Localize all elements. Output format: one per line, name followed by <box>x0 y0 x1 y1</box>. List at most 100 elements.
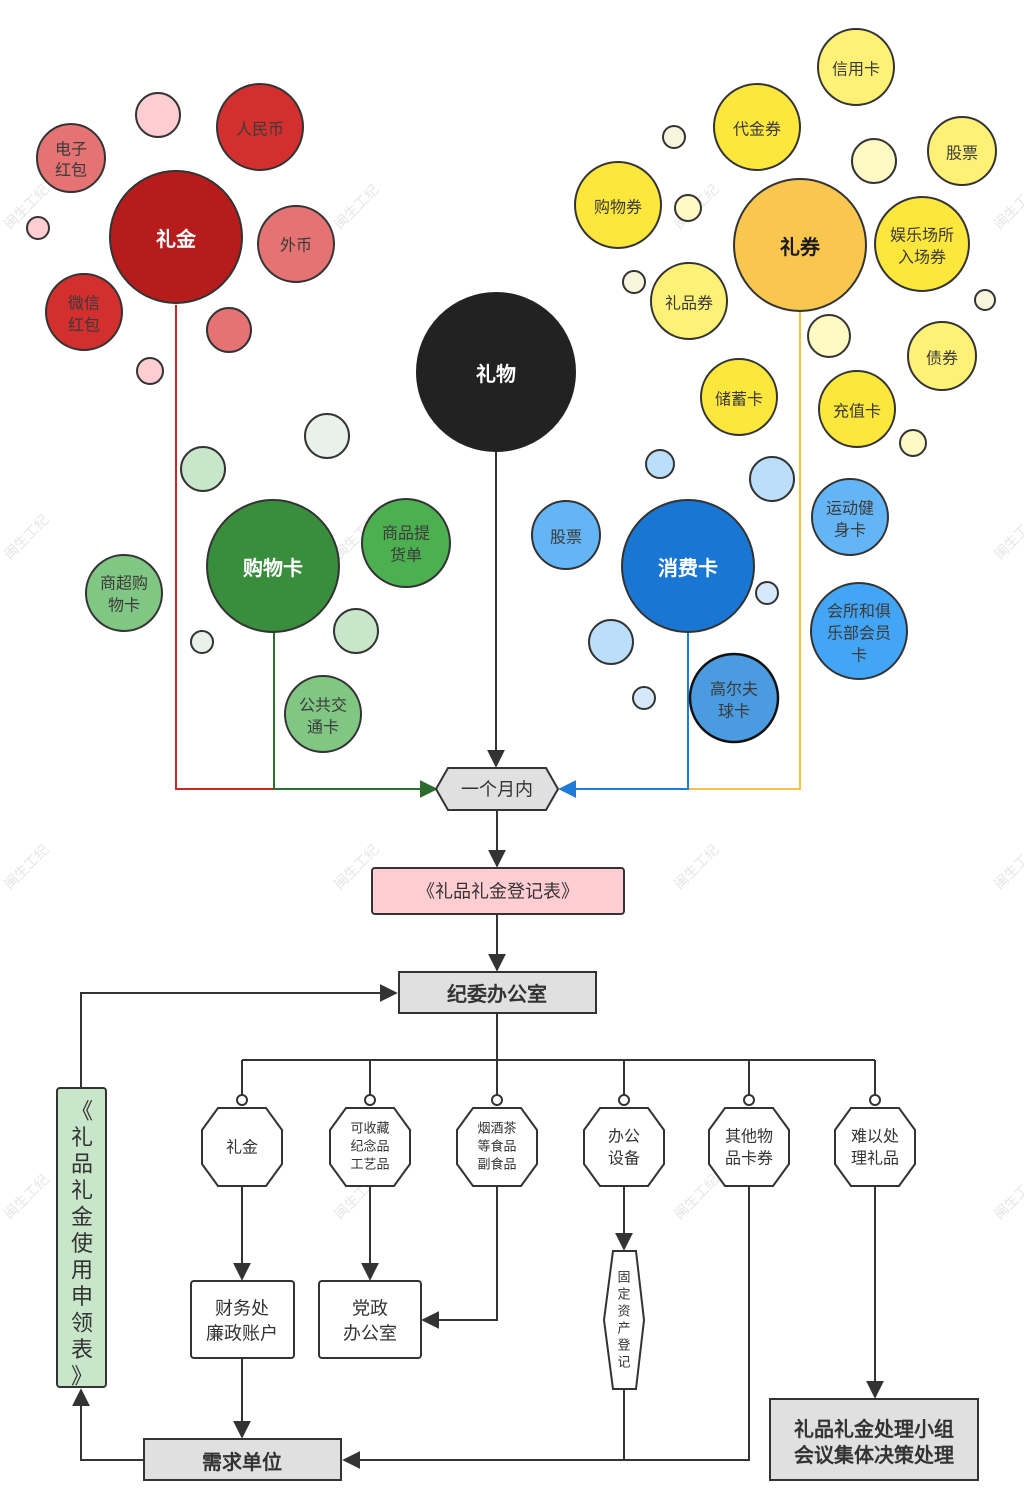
hub-xiaofeika[interactable]: 消费卡 <box>621 499 755 633</box>
hub-label: 购物卡 <box>243 556 303 580</box>
hub-gouwuka[interactable]: 购物卡 <box>206 499 340 633</box>
bubble-supermarket-card: 商超购 物卡 <box>85 554 163 632</box>
hub-liwu[interactable]: 礼物 <box>416 292 576 452</box>
category-label: 其他物 <box>725 1127 773 1146</box>
watermark-text: 闽生工纪 <box>332 182 383 233</box>
arrow-food-to-party-office <box>421 1186 498 1329</box>
bubble-label: 入场券 <box>898 248 946 267</box>
party-office-node[interactable]: 党政 办公室 <box>318 1280 422 1359</box>
decor-bubble <box>662 125 686 149</box>
watermark-text: 闽生工纪 <box>672 842 723 893</box>
party-office-label: 办公室 <box>343 1324 397 1345</box>
connector-dot <box>869 1094 881 1106</box>
connector-dot <box>743 1094 755 1106</box>
bubble-stock-yellow: 股票 <box>927 116 997 186</box>
usage-form-char: 》 <box>71 1365 93 1390</box>
decor-bubble <box>333 608 379 654</box>
bubble-foreign-currency: 外币 <box>257 205 335 283</box>
decor-bubble <box>674 194 702 222</box>
hub-liquan[interactable]: 礼券 <box>733 178 867 312</box>
connector-dot <box>236 1094 248 1106</box>
category-label: 可收藏 <box>350 1122 389 1137</box>
usage-form-char: 金 <box>71 1206 93 1231</box>
bubble-label: 债券 <box>926 349 958 368</box>
usage-form-char: 用 <box>71 1259 93 1284</box>
bubble-label: 娱乐场所 <box>890 226 954 245</box>
cluster-xiaofeika: 股票 运动健 身卡 会所和俱 乐部会员 卡 高尔夫 球卡 消费卡 <box>531 449 908 744</box>
bubble-stock-blue: 股票 <box>531 500 601 570</box>
watermark-text: 闽生工纪 <box>2 1172 53 1223</box>
finance-label: 财务处 <box>215 1299 269 1320</box>
bubble-label: 微信 <box>68 294 100 313</box>
category-label: 副食品 <box>477 1157 516 1173</box>
decor-bubble <box>645 449 675 479</box>
bubble-label: 股票 <box>946 144 978 163</box>
demand-unit-label: 需求单位 <box>202 1450 282 1474</box>
octagon-shape <box>834 1107 916 1187</box>
watermark-text: 闽生工纪 <box>992 842 1024 893</box>
watermark-text: 闽生工纪 <box>992 1172 1024 1223</box>
discipline-office-node[interactable]: 纪委办公室 <box>398 971 597 1014</box>
category-cash[interactable]: 礼金 <box>201 1060 283 1187</box>
bubble-label: 乐部会员 <box>827 624 891 643</box>
branch-bus <box>242 1013 875 1061</box>
party-office-label: 党政 <box>352 1299 388 1320</box>
group-decision-label: 会议集体决策处理 <box>794 1443 954 1467</box>
watermark-text: 闽生工纪 <box>672 1172 723 1223</box>
decor-bubble <box>807 314 851 358</box>
fixed-asset-char: 资 <box>617 1305 630 1320</box>
usage-form-char: 使 <box>71 1232 93 1257</box>
watermark-text: 闽生工纪 <box>992 512 1024 563</box>
decor-bubble <box>755 581 779 605</box>
register-form-node[interactable]: 《礼品礼金登记表》 <box>371 867 625 915</box>
bubble-entertainment-ticket: 娱乐场所 入场券 <box>874 196 970 292</box>
finance-node[interactable]: 财务处 廉政账户 <box>190 1280 295 1359</box>
demand-unit-node[interactable]: 需求单位 <box>143 1438 342 1481</box>
bubble-label: 红包 <box>68 316 100 335</box>
connector-dot <box>364 1094 376 1106</box>
hub-connectors <box>175 305 801 798</box>
connector-dot <box>618 1094 630 1106</box>
bubble-label: 外币 <box>280 236 312 255</box>
connector-xiaofeika <box>558 632 689 798</box>
within-month-node[interactable]: 一个月内 <box>434 767 560 811</box>
hub-label: 礼金 <box>156 227 197 251</box>
hub-label: 礼券 <box>780 235 821 259</box>
bubble-transit-card: 公共交 通卡 <box>284 675 362 753</box>
within-month-label: 一个月内 <box>461 780 533 801</box>
category-label: 办公 <box>608 1127 640 1146</box>
bubble-label: 公共交 <box>299 696 347 715</box>
bubble-label: 股票 <box>550 528 582 547</box>
watermark-text: 闽生工纪 <box>2 842 53 893</box>
cluster-lijin: 电子 红包 人民币 外币 微信 红包 礼金 <box>26 83 335 385</box>
hub-lijin[interactable]: 礼金 <box>109 170 243 304</box>
decor-bubble <box>974 289 996 311</box>
arrow-to-usage-form <box>72 1388 144 1461</box>
group-decision-node[interactable]: 礼品礼金处理小组 会议集体决策处理 <box>769 1398 979 1481</box>
bubble-label: 高尔夫 <box>710 680 758 699</box>
bubble-voucher: 代金券 <box>713 83 801 171</box>
category-label: 烟酒茶 <box>477 1121 516 1137</box>
bubble-label: 信用卡 <box>832 60 880 79</box>
bubble-label: 购物券 <box>594 198 642 217</box>
bubble-gift-coupon: 礼品券 <box>650 262 728 340</box>
decor-bubble <box>180 446 226 492</box>
bubble-label: 商超购 <box>100 574 148 593</box>
octagon-shape <box>456 1107 538 1187</box>
connector-lijin <box>175 305 274 790</box>
hub-label: 礼物 <box>476 362 516 386</box>
decor-bubble <box>851 138 897 184</box>
bubble-label: 商品提 <box>382 524 430 543</box>
bubble-rmb: 人民币 <box>216 83 304 171</box>
bubble-label: 会所和俱 <box>827 602 891 621</box>
